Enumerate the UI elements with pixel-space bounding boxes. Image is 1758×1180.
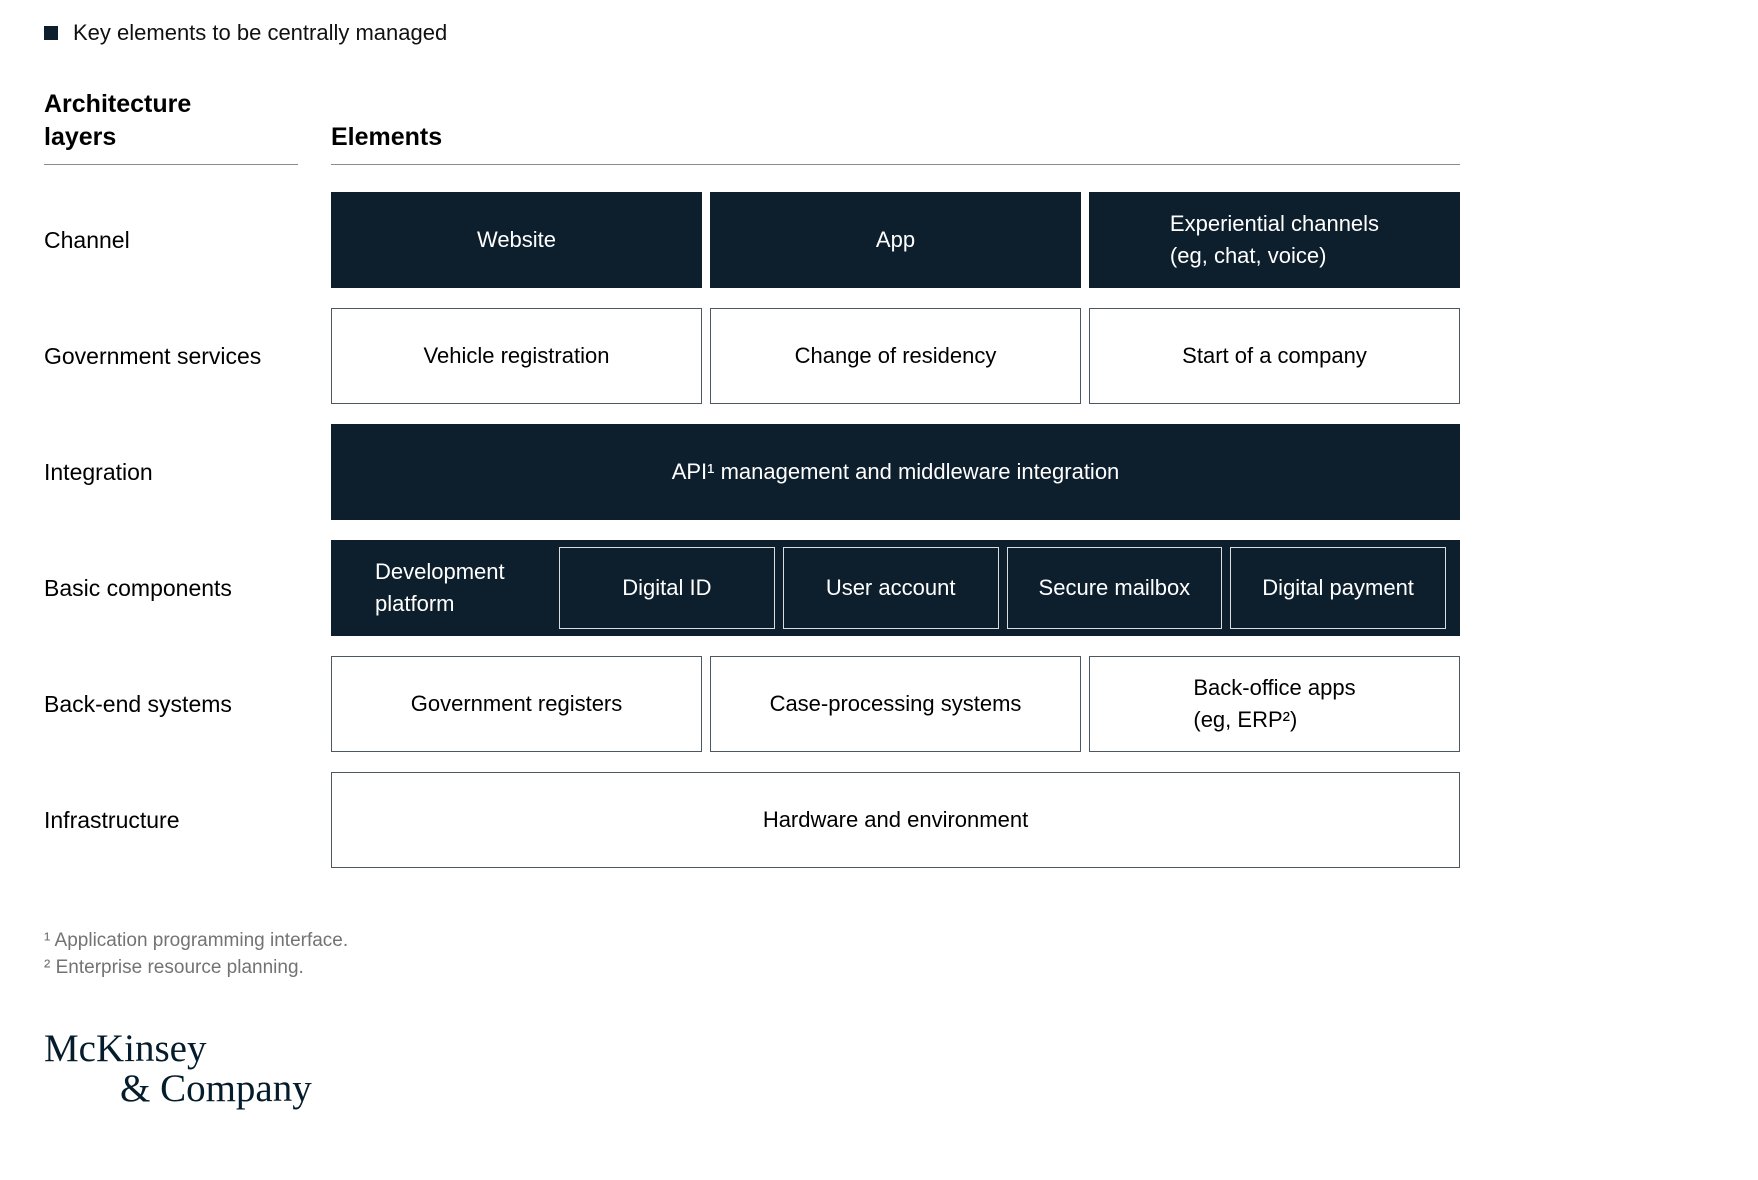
box-api-management: API¹ management and middleware integrati… <box>331 424 1460 520</box>
row-government-services: Government services Vehicle registration… <box>44 308 1460 404</box>
row-integration: Integration API¹ management and middlewa… <box>44 424 1460 520</box>
box-website: Website <box>331 192 702 288</box>
row-infrastructure: Infrastructure Hardware and environment <box>44 772 1460 868</box>
box-app: App <box>710 192 1081 288</box>
row-channel: Channel Website App Experiential channel… <box>44 192 1460 288</box>
row-label-infrastructure: Infrastructure <box>44 806 180 833</box>
row-label-integration: Integration <box>44 458 153 485</box>
government-services-boxes: Vehicle registration Change of residency… <box>331 308 1460 404</box>
row-label-government-services: Government services <box>44 342 262 369</box>
architecture-grid: Channel Website App Experiential channel… <box>44 192 1460 868</box>
mckinsey-logo: McKinsey & Company <box>44 1029 1460 1109</box>
box-digital-id: Digital ID <box>559 547 775 629</box>
channel-boxes: Website App Experiential channels (eg, c… <box>331 192 1460 288</box>
row-backend-systems: Back-end systems Government registers Ca… <box>44 656 1460 752</box>
architecture-layers-heading: Architecture layers <box>44 90 192 151</box>
box-development-platform: Development platform <box>375 559 505 616</box>
box-back-office-apps: Back-office apps (eg, ERP²) <box>1089 656 1460 752</box>
footnote-1: ¹ Application programming interface. <box>44 930 349 951</box>
box-digital-payment: Digital payment <box>1230 547 1446 629</box>
box-hardware-environment: Hardware and environment <box>331 772 1460 868</box>
box-secure-mailbox: Secure mailbox <box>1006 547 1223 629</box>
backend-systems-boxes: Government registers Case-processing sys… <box>331 656 1460 752</box>
basic-components-band: Development platform Digital ID User acc… <box>331 540 1460 636</box>
legend: Key elements to be centrally managed <box>44 0 1460 46</box>
box-start-of-company: Start of a company <box>1089 308 1460 404</box>
experiential-line2: (eg, chat, voice) <box>1169 243 1327 268</box>
box-change-of-residency: Change of residency <box>710 308 1081 404</box>
footnote-2: ² Enterprise resource planning. <box>44 956 304 978</box>
box-user-account: User account <box>782 547 999 629</box>
back-office-line1: Back-office apps <box>1193 675 1356 701</box>
row-label-channel: Channel <box>44 226 130 253</box>
box-vehicle-registration: Vehicle registration <box>331 308 702 404</box>
experiential-line1: Experiential channels <box>1169 211 1380 237</box>
legend-swatch-icon <box>44 26 58 40</box>
row-label-basic-components: Basic components <box>44 574 232 601</box>
row-basic-components: Basic components Development platform Di… <box>44 540 1460 636</box>
column-headers: Architecture layers Elements <box>44 88 1460 165</box>
footnotes: ¹ Application programming interface. ² E… <box>44 928 1460 981</box>
architecture-layers-heading-cell: Architecture layers <box>44 88 298 165</box>
logo-line2: & Company <box>120 1067 312 1111</box>
back-office-line2: (eg, ERP²) <box>1193 707 1298 732</box>
elements-heading-cell: Elements <box>331 121 1460 165</box>
box-case-processing-systems: Case-processing systems <box>710 656 1081 752</box>
logo-line1: McKinsey <box>44 1027 207 1071</box>
box-government-registers: Government registers <box>331 656 702 752</box>
legend-label: Key elements to be centrally managed <box>73 20 448 45</box>
row-label-backend-systems: Back-end systems <box>44 690 232 717</box>
elements-heading: Elements <box>331 122 443 151</box>
box-experiential-channels: Experiential channels (eg, chat, voice) <box>1089 192 1460 288</box>
